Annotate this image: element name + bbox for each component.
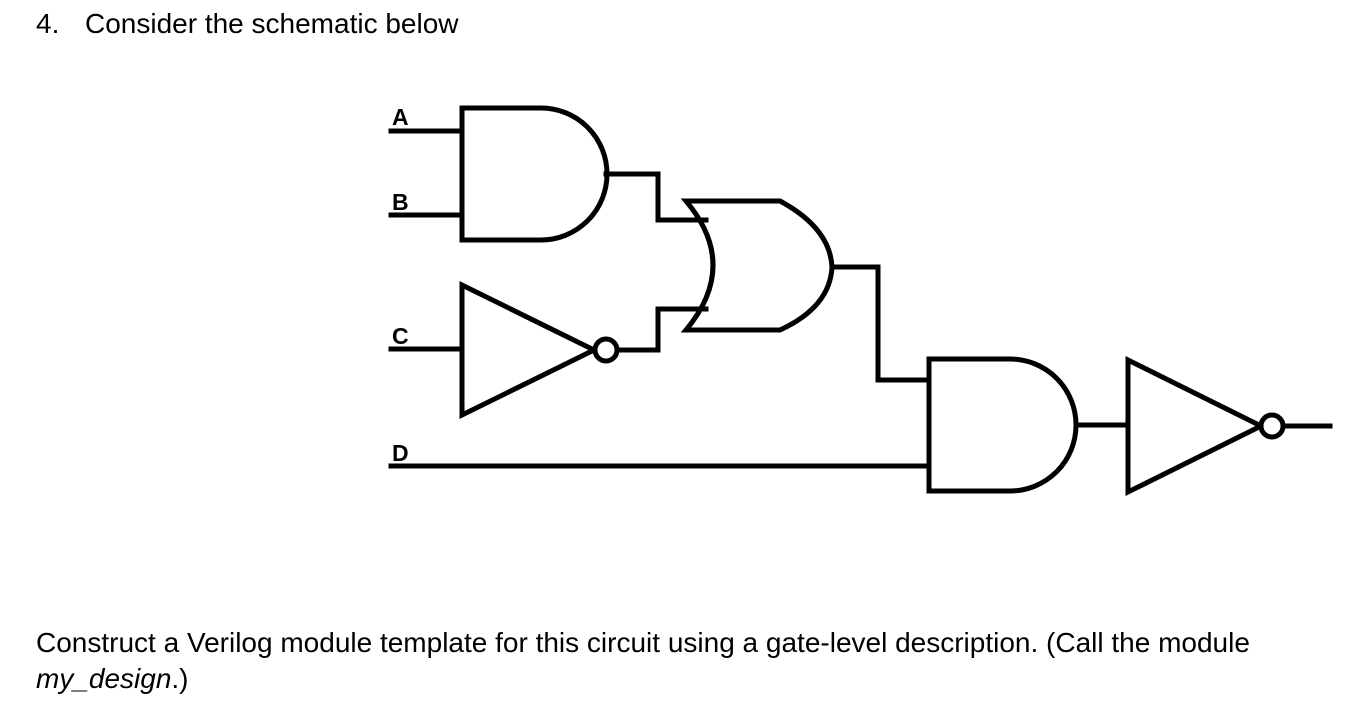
and-gate-final: [926, 356, 1079, 494]
input-label-a: A: [392, 104, 409, 130]
instructions-text-before: Construct a Verilog module template for …: [36, 627, 1250, 658]
input-label-d: D: [392, 440, 409, 466]
wire-or-to-and: [829, 264, 932, 383]
or-gate: [680, 198, 835, 333]
not-gate-c: [459, 280, 600, 420]
module-name: my_design: [36, 663, 172, 694]
input-label-b: B: [392, 189, 409, 215]
wire-not-to-or: [614, 306, 709, 353]
not-gate-output: [1125, 355, 1267, 497]
question-heading: 4. Consider the schematic below: [36, 6, 459, 42]
wire-and-to-or: [603, 171, 709, 223]
not-gate-output-bubble: [1258, 412, 1286, 440]
instructions-text-after: .): [171, 663, 189, 694]
not-gate-c-bubble: [592, 336, 620, 364]
and-gate-ab: [459, 105, 610, 243]
instructions-text: Construct a Verilog module template for …: [36, 625, 1336, 697]
question-number: 4.: [36, 8, 60, 39]
input-label-c: C: [392, 323, 409, 349]
question-text: Consider the schematic below: [85, 8, 459, 39]
